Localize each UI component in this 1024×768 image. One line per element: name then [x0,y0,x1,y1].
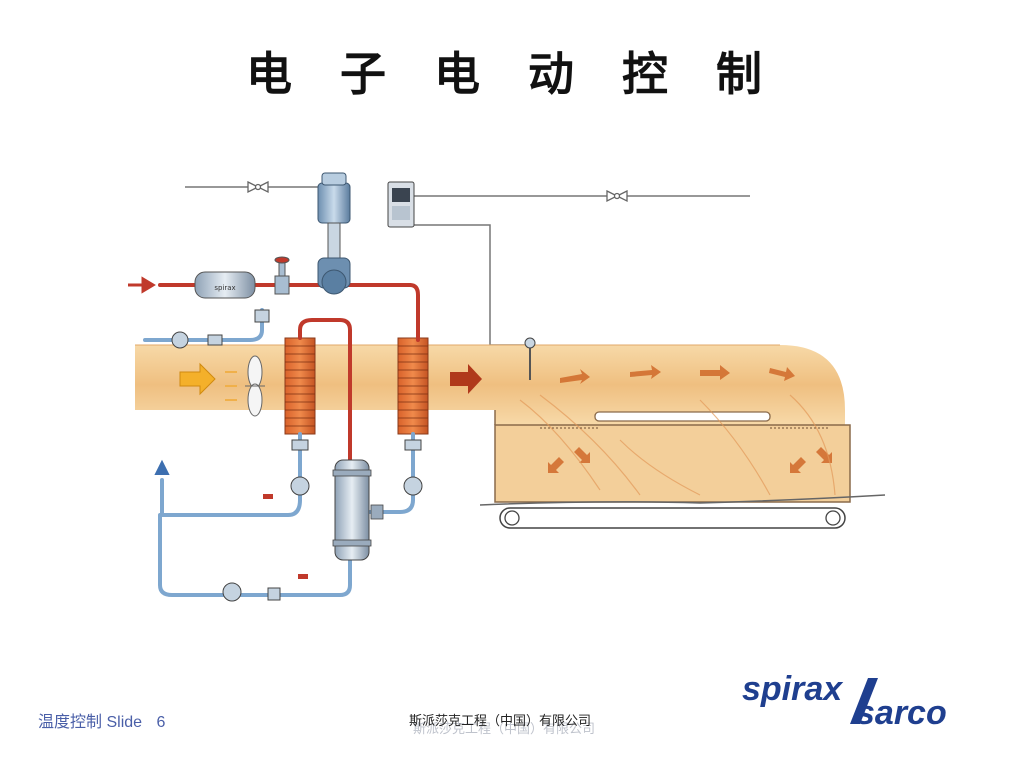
steam-air-heater-diagram: spirax [128,172,886,602]
airflow-arrows [548,365,832,473]
steam-inlet-arrow [128,276,156,294]
electronic-controller [387,181,415,228]
logo-slash [850,678,878,724]
heater-coil-1 [284,337,316,435]
temperature-sensor [524,337,536,380]
control-valve [317,257,351,295]
footer-company-shadow: 斯派莎克工程（中国）有限公司 [412,722,595,737]
conveyor-belt [479,494,886,529]
air-duct [135,344,851,503]
heater-coil-2 [397,337,429,435]
footer-topic: 温度控制 [38,714,103,731]
inlet-air-arrow [179,362,216,396]
drain-valve-handles [263,494,308,579]
isolation-valve [274,256,290,295]
control-signal-lines [185,186,750,346]
steam-strainer: spirax [194,271,256,299]
air-curve-lines [519,394,836,496]
steam-traps [171,309,423,602]
footer-company-text: 斯派莎克工程（中国）有限公司 [408,714,591,729]
footer-slide-info: 温度控制 Slide 6 [38,708,165,732]
condensate-receiver [332,459,384,561]
spirax-sarco-logo: spirax sarco [742,670,947,732]
svg-text:spirax: spirax [214,284,235,292]
slide-title: 电 子 电 动 控 制 [245,47,779,101]
fan-air-dashes [225,371,237,401]
electric-actuator [317,172,351,259]
footer-slide-number: 6 [156,714,166,731]
logo-sarco: sarco [856,694,947,732]
signal-line-valves [247,180,628,203]
heated-air-arrow [450,364,482,394]
footer-slide-label: Slide [106,714,143,731]
footer-company: 斯派莎克工程（中国）有限公司 斯派莎克工程（中国）有限公司 [320,710,680,737]
condensate-return-arrow [154,459,170,475]
fan [245,355,265,417]
logo-spirax: spirax [742,670,844,708]
